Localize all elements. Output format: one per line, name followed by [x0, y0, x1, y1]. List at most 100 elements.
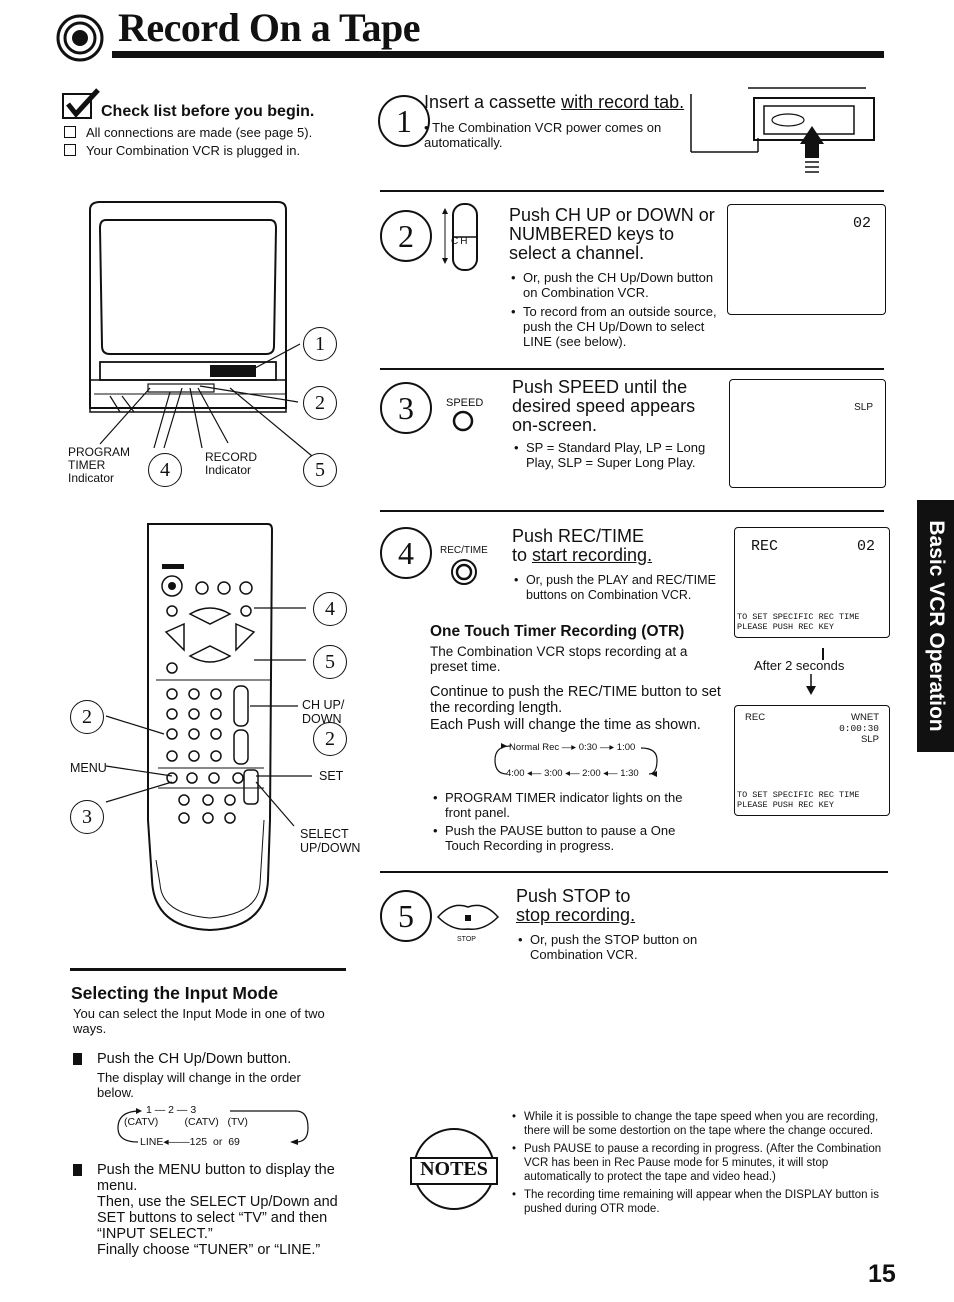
list-item: While it is possible to change the tape …: [510, 1110, 888, 1138]
callout-2: 2: [70, 700, 104, 734]
title-target-icon: [56, 14, 104, 62]
step3-bullets: SP = Standard Play, LP = Long Play, SLP …: [512, 440, 726, 470]
list-item: Or, push the CH Up/Down button on Combin…: [509, 270, 725, 300]
after-label: After 2 seconds: [754, 658, 845, 673]
section-rule: [380, 368, 884, 370]
step5-title: Push STOP to stop recording.: [516, 886, 636, 925]
stop-button-icon: [436, 904, 500, 930]
callout-3: 3: [70, 800, 104, 834]
input-item1-title: Push the CH Up/Down button.: [97, 1051, 292, 1067]
station-display: WNET: [851, 712, 879, 723]
step-number-1: 1: [378, 95, 430, 147]
list-item: Or, push the PLAY and REC/TIME buttons o…: [512, 573, 732, 603]
list-item: The recording time remaining will appear…: [510, 1188, 888, 1216]
input-item1-text: The display will change in the order bel…: [97, 1070, 301, 1100]
speed-key-label: SPEED: [446, 397, 484, 409]
rec-time-key-label: REC/TIME: [440, 545, 488, 556]
step-number-5: 5: [380, 890, 432, 942]
section-rule: [380, 871, 888, 873]
remote-control-illustration: [105, 523, 312, 932]
tv-vcr-illustration: [89, 201, 313, 457]
divider: [822, 648, 824, 660]
time-display: 0:00:30: [839, 723, 879, 734]
seq-bottom: LINE◂——125 or 69: [140, 1136, 240, 1148]
stop-key-label: STOP: [457, 936, 476, 943]
channel-display: 02: [852, 215, 871, 232]
step2-bullets: Or, push the CH Up/Down button on Combin…: [509, 270, 725, 349]
ch-updown-label: CH UP/DOWN: [302, 698, 345, 726]
section-rule: [380, 510, 884, 512]
step4-bullets-2: PROGRAM TIMER indicator lights on the fr…: [431, 790, 711, 853]
title-rule: [112, 51, 884, 58]
checklist-item: All connections are made (see page 5).: [64, 125, 312, 140]
menu-label: MENU: [70, 761, 107, 775]
notes-list: While it is possible to change the tape …: [510, 1110, 888, 1216]
step4-title: Push REC/TIME to start recording.: [512, 526, 653, 565]
step1-bullet: • The Combination VCR power comes on aut…: [424, 120, 662, 150]
bullet-square: [73, 1053, 82, 1065]
input-mode-intro: You can select the Input Mode in one of …: [73, 1006, 325, 1036]
notes-badge-icon: [410, 1128, 498, 1210]
step-number-2: 2: [380, 210, 432, 262]
list-item: Push the PAUSE button to pause a One Tou…: [431, 823, 711, 853]
step-number-4: 4: [380, 527, 432, 579]
speed-button-icon: [452, 410, 474, 432]
callout-4: 4: [313, 592, 347, 626]
cycle-top: Normal Rec —▸ 0:30 —▸ 1:00: [509, 742, 636, 753]
section-side-tab: Basic VCR Operation: [917, 500, 954, 752]
otr-text: The Combination VCR stops recording at a…: [430, 644, 688, 674]
callout-4: 4: [148, 453, 182, 487]
page-title: Record On a Tape: [118, 5, 421, 50]
callout-5: 5: [313, 645, 347, 679]
input-item2: Push the MENU button to display the menu…: [97, 1162, 338, 1258]
cassette-insert-icon: [690, 87, 875, 173]
rec-time-button-icon: [451, 559, 477, 585]
list-item: SP = Standard Play, LP = Long Play, SLP …: [512, 440, 726, 470]
otr-heading: One Touch Timer Recording (OTR): [430, 623, 685, 640]
rec-display: REC: [751, 538, 779, 555]
rec-display: REC: [745, 712, 766, 723]
otr-each: Each Push will change the time as shown.: [430, 717, 701, 733]
otr-cycle-diagram: [494, 743, 658, 777]
section-rule: [380, 190, 884, 192]
speed-display: SLP: [861, 734, 879, 745]
list-item: PROGRAM TIMER indicator lights on the fr…: [431, 790, 711, 820]
speed-display: SLP: [854, 402, 873, 413]
step5-bullets: Or, push the STOP button on Combination …: [516, 932, 716, 962]
channel-display: 02: [856, 538, 875, 555]
callout-2: 2: [303, 386, 337, 420]
checklist-item: Your Combination VCR is plugged in.: [64, 143, 300, 158]
list-item: Or, push the STOP button on Combination …: [516, 932, 716, 962]
otr-continue: Continue to push the REC/TIME button to …: [430, 684, 721, 716]
bullet-square: [73, 1164, 82, 1176]
input-sequence-diagram: [117, 1108, 309, 1145]
page-number: 15: [868, 1260, 896, 1288]
checklist-heading: Check list before you begin.: [101, 103, 315, 120]
list-item: Push PAUSE to pause a recording in progr…: [510, 1142, 888, 1184]
notes-label: NOTES: [420, 1158, 488, 1180]
list-item: To record from an outside source, push t…: [509, 304, 725, 349]
cycle-bottom: 4:00 ◂— 3:00 ◂— 2:00 ◂— 1:30: [506, 768, 639, 779]
callout-2: 2: [313, 722, 347, 756]
section-rule: [70, 968, 346, 971]
step-number-3: 3: [380, 382, 432, 434]
seq-mid: (CATV) (CATV) (TV): [124, 1116, 248, 1128]
step3-title: Push SPEED until the desired speed appea…: [512, 377, 696, 435]
callout-5: 5: [303, 453, 337, 487]
ch-key-label: CH: [451, 236, 470, 247]
step4-bullets: Or, push the PLAY and REC/TIME buttons o…: [512, 573, 732, 603]
arrow-down-icon: [806, 674, 816, 695]
callout-1: 1: [303, 327, 337, 361]
set-label: SET: [319, 769, 344, 783]
step2-title: Push CH UP or DOWN or NUMBERED keys to s…: [509, 205, 715, 263]
ch-updown-key-icon: [442, 203, 478, 271]
osd-screen: 02: [727, 204, 886, 315]
osd-screen: REC WNET 0:00:30 SLP TO SET SPECIFIC REC…: [734, 705, 890, 816]
checkmark-icon: [62, 88, 100, 119]
